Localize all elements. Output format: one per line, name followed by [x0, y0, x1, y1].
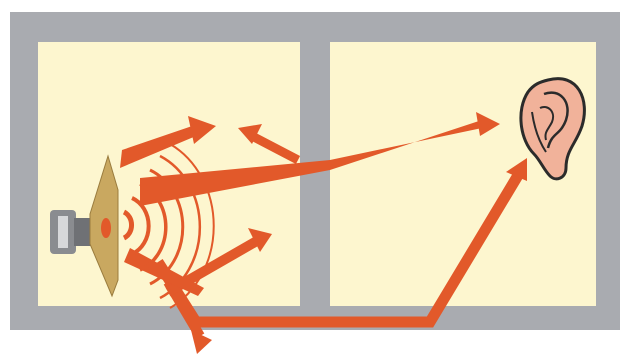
speaker-dustcap	[101, 218, 111, 238]
